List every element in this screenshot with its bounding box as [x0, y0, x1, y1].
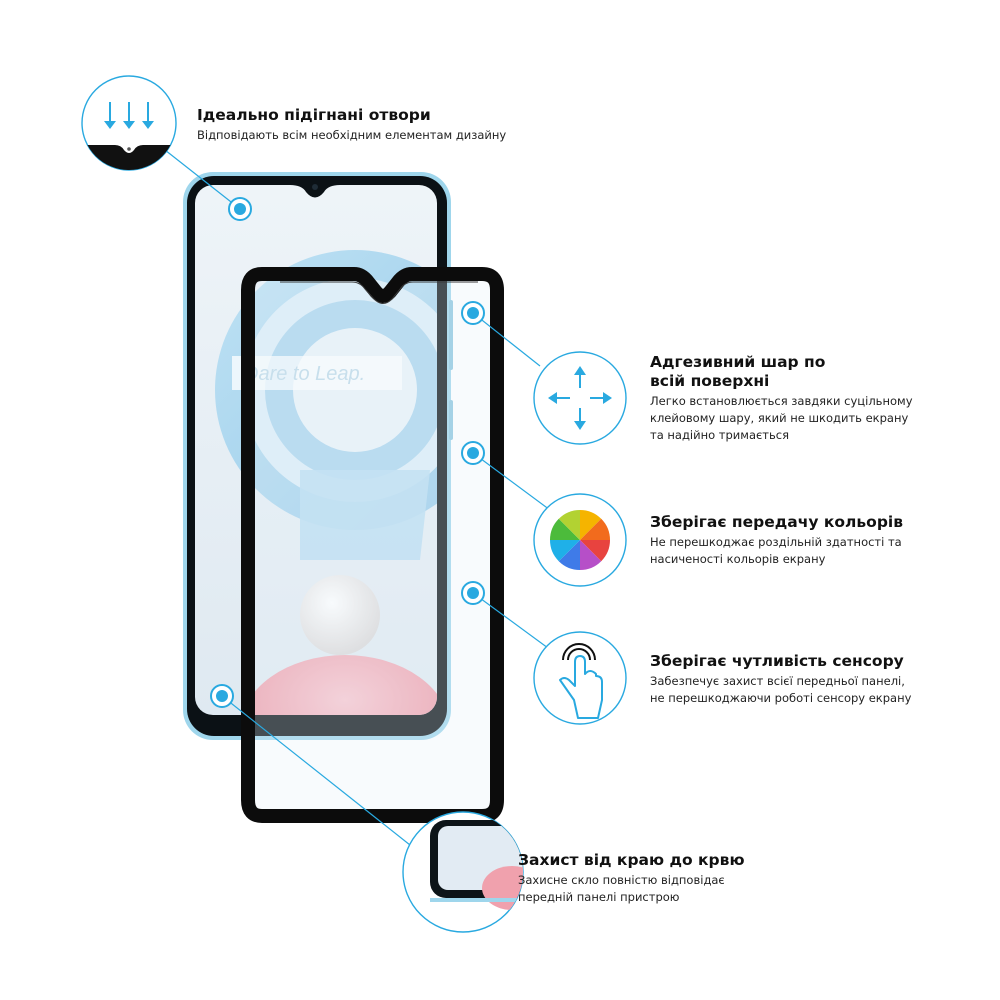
marker-dot [461, 441, 485, 465]
move-arrows-icon [533, 351, 627, 445]
marker-dot [461, 301, 485, 325]
feature-description: клейовому шару, який не шкодить екрану [650, 411, 909, 425]
feature-edge-to-edge: Захист від краю до крвю Захисне скло пов… [518, 851, 778, 906]
feature-description: Не перешкоджає роздільній здатності та [650, 535, 902, 549]
phone-edge-icon [402, 811, 524, 933]
notch-arrows-icon [81, 75, 177, 171]
feature-description: Забезпечує захист всієї передньої панелі… [650, 674, 905, 688]
feature-fitted-holes: Ідеально підігнані отвори Відповідають в… [197, 106, 527, 144]
glass-protector [241, 267, 504, 823]
feature-title: Зберігає передачу кольорів [650, 513, 904, 531]
marker-dot [461, 581, 485, 605]
phone-wallpaper: Dare to Leap. [195, 185, 437, 715]
feature-title: Ідеально підігнані отвори [197, 106, 431, 124]
front-camera-icon [312, 184, 318, 190]
marker-dot [210, 684, 234, 708]
wallpaper-slogan: Dare to Leap. [244, 363, 365, 385]
feature-title: Захист від краю до крвю [518, 851, 745, 869]
feature-title-line: всій поверхні [650, 372, 770, 390]
feature-description: та надійно тримається [650, 428, 790, 442]
feature-description: насиченості кольорів екрану [650, 552, 826, 566]
marker-dots [210, 197, 485, 708]
feature-description: Захисне скло повністю відповідає [518, 873, 725, 887]
touch-hand-icon [533, 631, 627, 725]
feature-description: не перешкоджаючи роботі сенсору екрану [650, 691, 912, 705]
color-wheel-icon [533, 493, 627, 587]
feature-touch-sensitivity: Зберігає чутливість сенсору Забезпечує з… [650, 652, 950, 707]
feature-description: Легко встановлюється завдяки суцільному [650, 394, 913, 408]
marker-dot [228, 197, 252, 221]
feature-description: Відповідають всім необхідним елементам д… [197, 128, 507, 142]
feature-title-line: Адгезивний шар по [650, 353, 826, 371]
feature-adhesive-layer: Адгезивний шар по всій поверхні Легко вс… [650, 353, 950, 444]
feature-color-accuracy: Зберігає передачу кольорів Не перешкоджа… [650, 513, 950, 568]
feature-description: передній панелі пристрою [518, 890, 680, 904]
phone-notch [290, 185, 340, 198]
feature-title: Зберігає чутливість сенсору [650, 652, 904, 670]
leader-lines [164, 149, 551, 846]
